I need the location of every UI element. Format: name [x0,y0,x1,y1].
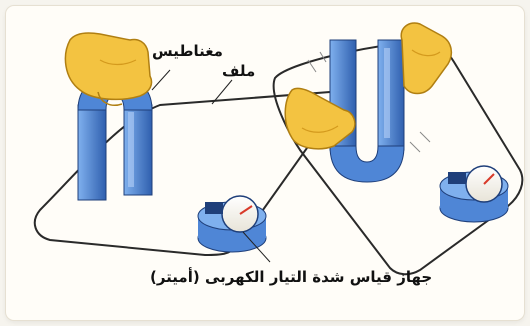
right-scene [274,23,523,274]
ammeter-icon-right [440,166,508,222]
magnet-label: مغناطيس [152,42,223,60]
ammeter-label: جهاز قياس شدة التيار الكهربى (أميتر) [150,268,432,286]
hand-icon [401,23,451,94]
ammeter-icon-left [198,196,266,252]
coil-label: ملف [222,62,255,80]
hand-icon [65,33,151,105]
